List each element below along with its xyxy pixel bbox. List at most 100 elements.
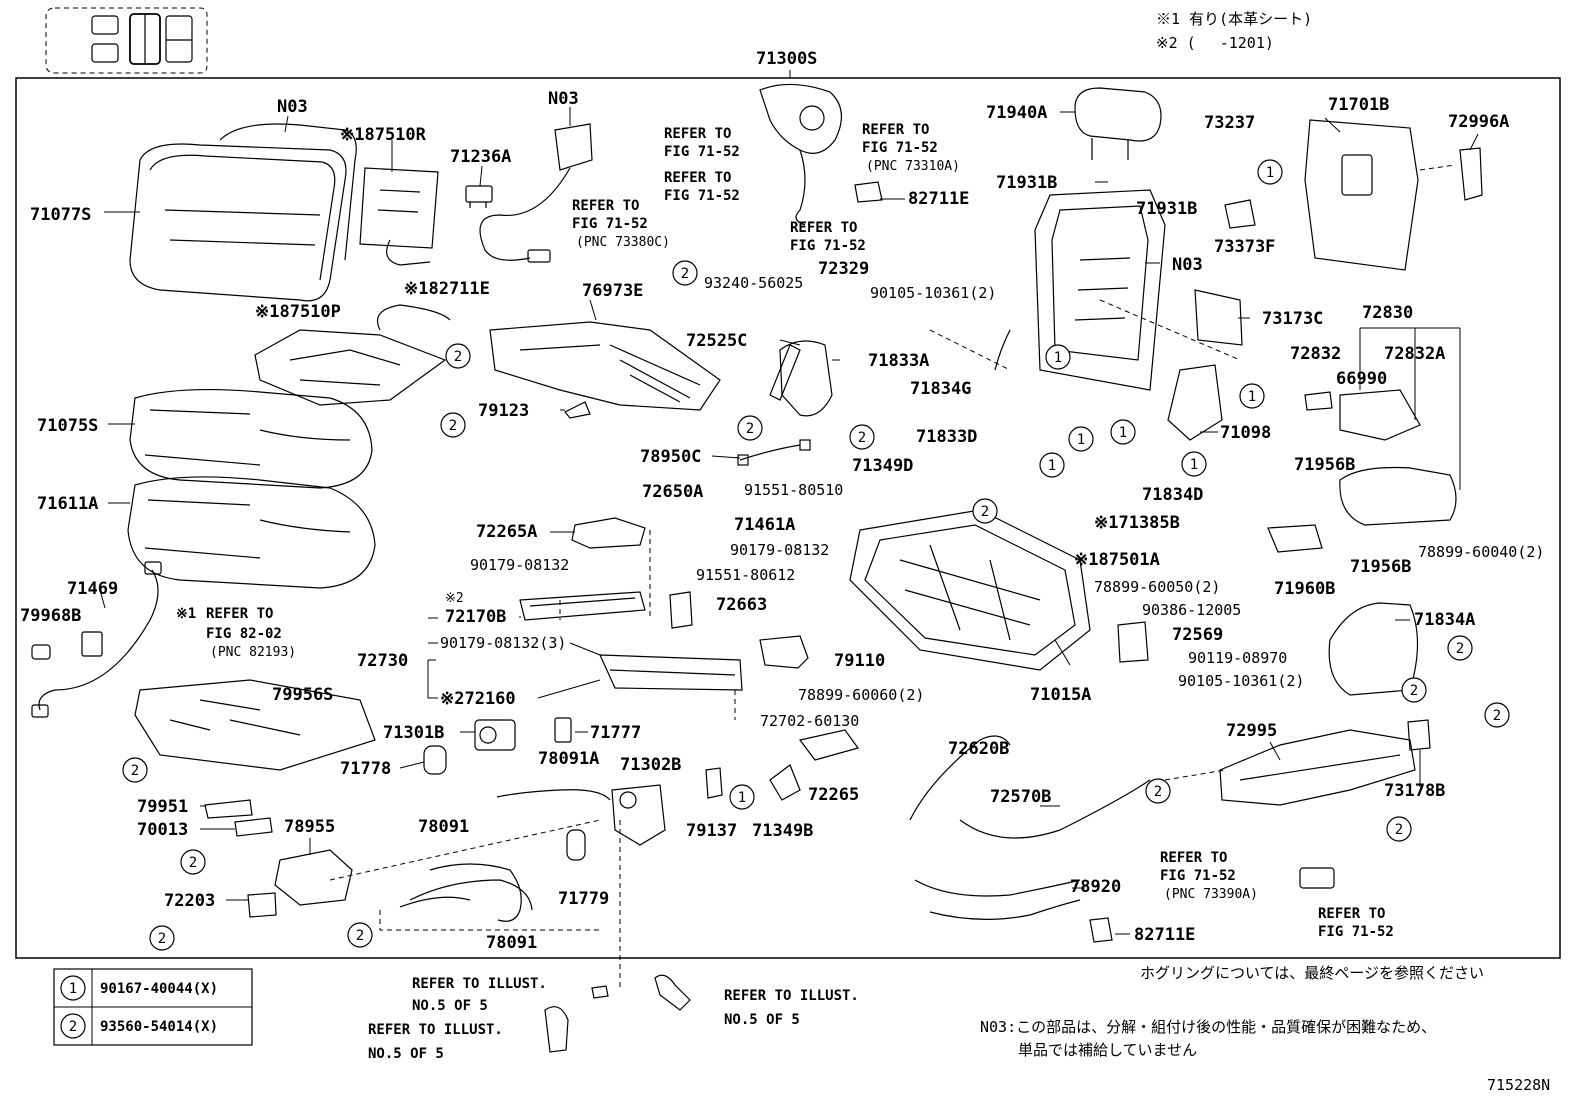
cable-78950c-illustration — [737, 439, 811, 466]
label-71834a: 71834A — [1414, 610, 1475, 630]
refer-to-1: REFER TO — [664, 126, 731, 142]
seat-cushion-cover-illustration — [129, 388, 373, 489]
seat-cushion-frame-71015a-illustration — [849, 509, 1091, 671]
refer-to-7-pnc: (PNC 73390A) — [1164, 887, 1258, 902]
seat-cushion-shield-illustration — [134, 679, 376, 771]
cover-71098-illustration — [1167, 364, 1223, 441]
label-73178b: 73178B — [1384, 781, 1445, 801]
label-71077s: 71077S — [30, 205, 91, 225]
label-72995: 72995 — [1226, 721, 1277, 741]
assembly-number: 71300S — [756, 49, 817, 69]
bubble-2: 2 — [672, 260, 698, 286]
svg-text:1: 1 — [1190, 457, 1198, 473]
svg-text:2: 2 — [189, 855, 197, 871]
label-72702: 72702-60130 — [760, 712, 859, 730]
refer-to-5-fig: FIG 71-52 — [790, 238, 866, 254]
switch-79110-illustration — [759, 635, 809, 669]
svg-text:2: 2 — [1493, 708, 1501, 724]
cover-71960b-illustration — [1267, 466, 1457, 553]
label-71779: 71779 — [558, 889, 609, 909]
label-90105-b: 90105-10361(2) — [1178, 672, 1304, 690]
bubble-2: 2 — [849, 424, 875, 450]
bubble-2: 2 — [440, 412, 466, 438]
label-90179-a: 90179-08132 — [470, 556, 569, 574]
label-93240: 93240-56025 — [704, 274, 803, 292]
label-71931b-a: 71931B — [996, 173, 1057, 193]
svg-text:2: 2 — [1154, 784, 1162, 800]
label-72830: 72830 — [1362, 303, 1413, 323]
label-90179-c: 90179-08132(3) — [440, 634, 566, 652]
svg-text:1: 1 — [1119, 425, 1127, 441]
outside-frame-parts-illustration — [544, 974, 691, 1053]
label-87501a: ※187501A — [1074, 550, 1160, 570]
label-78920: 78920 — [1070, 877, 1121, 897]
label-71469: 71469 — [67, 579, 118, 599]
label-71701b: 71701B — [1328, 95, 1389, 115]
bubble-2: 2 — [180, 849, 206, 875]
motor-71301b-illustration — [474, 719, 516, 751]
svg-text:2: 2 — [158, 931, 166, 947]
legend-bubble-1: 1 — [60, 975, 86, 1001]
bubble-2: 2 — [737, 415, 763, 441]
cover-71777-illustration — [554, 717, 572, 743]
bubble-1: 1 — [729, 784, 755, 810]
refer-to-4-pnc: (PNC 73380C) — [576, 235, 670, 250]
wire-harness-71469-illustration — [31, 561, 162, 718]
label-72160: ※272160 — [440, 689, 516, 709]
bubble-2: 2 — [347, 922, 373, 948]
footer-n03-note-line1: N03:この部品は、分解・組付け後の性能・品質確保が困難なため、 — [980, 1018, 1436, 1036]
label-73237: 73237 — [1204, 113, 1255, 133]
label-71960b: 71960B — [1274, 579, 1335, 599]
svg-text:1: 1 — [1077, 432, 1085, 448]
refer-to-4: REFER TO — [572, 198, 639, 214]
label-71349d: 71349D — [852, 456, 913, 476]
bracket-72569-illustration — [1117, 621, 1149, 663]
refer-to-5: REFER TO — [790, 220, 857, 236]
track-cover-78955-illustration — [247, 849, 353, 918]
label-87510p: ※187510P — [255, 302, 341, 322]
label-90179-b: 90179-08132 — [730, 541, 829, 559]
refer-to-8-fig: FIG 71-52 — [1318, 924, 1394, 940]
bubble-2: 2 — [122, 757, 148, 783]
clip-79968b-illustration — [31, 631, 103, 660]
refer-illust-2-no: NO.5 OF 5 — [724, 1012, 800, 1028]
label-91551-80510: 91551-80510 — [744, 481, 843, 499]
refer-to-3: REFER TO — [664, 170, 731, 186]
seat-heater-back-illustration — [359, 167, 439, 266]
cable-78920-illustration — [914, 879, 1081, 920]
legend-part-2: 93560-54014(X) — [100, 1019, 218, 1035]
label-72620b: 72620B — [948, 739, 1009, 759]
refer-illust-3-no: NO.5 OF 5 — [368, 1046, 444, 1062]
label-72650a: 72650A — [642, 482, 703, 502]
seat-track-motor-76973e-illustration — [489, 321, 721, 411]
label-78899-60060: 78899-60060(2) — [798, 686, 924, 704]
refer-illust-1: REFER TO ILLUST. — [412, 976, 547, 992]
svg-text:2: 2 — [1456, 641, 1464, 657]
bracket-79123-illustration — [564, 401, 591, 419]
switch-73390a-illustration — [1299, 867, 1335, 889]
label-72329: 72329 — [818, 259, 869, 279]
label-n03-c: N03 — [1172, 255, 1203, 275]
drawing-number: 715228N — [1487, 1076, 1550, 1094]
label-90119: 90119-08970 — [1188, 649, 1287, 667]
cable-78091a-illustration — [496, 789, 611, 801]
label-72663: 72663 — [716, 595, 767, 615]
label-71075s: 71075S — [37, 416, 98, 436]
label-72569: 72569 — [1172, 625, 1223, 645]
label-71777: 71777 — [590, 723, 641, 743]
headrest-71940a-illustration — [1074, 87, 1162, 160]
small-parts-79951-70013-illustration — [204, 799, 273, 837]
bubble-2: 2 — [1447, 635, 1473, 661]
refer-to-2: REFER TO — [862, 122, 929, 138]
label-71385b: ※171385B — [1094, 513, 1180, 533]
label-82711e-left: ※182711E — [404, 279, 490, 299]
label-71611a: 71611A — [37, 494, 98, 514]
bracket-73373f-illustration — [1224, 199, 1256, 229]
clip-82711e-top-illustration — [854, 181, 883, 203]
label-71015a: 71015A — [1030, 685, 1091, 705]
seat-track-72170b-illustration — [519, 591, 646, 621]
bubble-2: 2 — [445, 343, 471, 369]
header-note-2: ※2 ( -1201) — [1156, 34, 1274, 52]
assembly-frame — [15, 77, 1561, 959]
